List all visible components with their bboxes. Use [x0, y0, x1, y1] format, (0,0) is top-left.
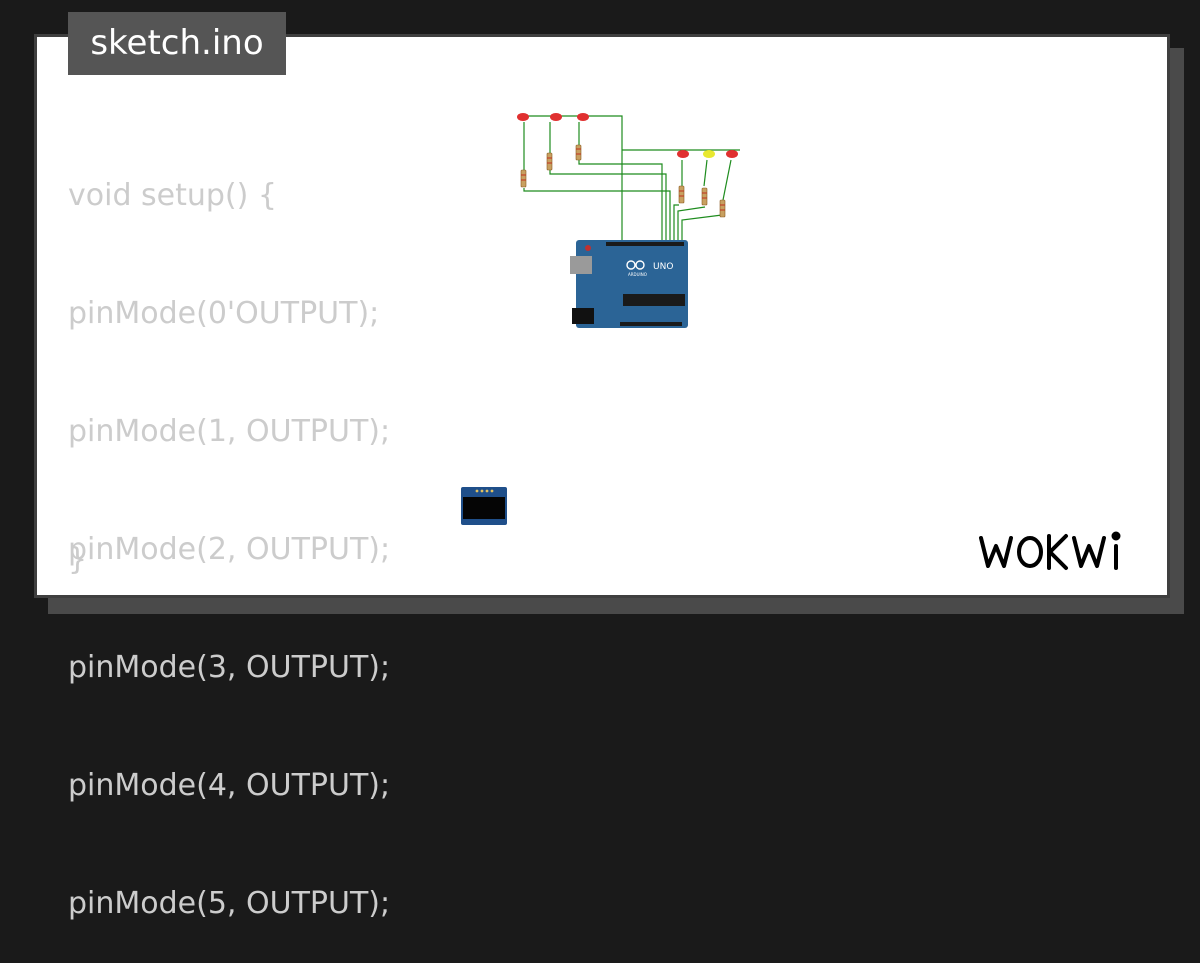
wire [673, 204, 679, 242]
led-red-5[interactable] [726, 150, 738, 158]
wokwi-logo [979, 531, 1121, 570]
led-icon [550, 113, 562, 121]
circuit-diagram: UNO ARDUINO [461, 113, 740, 525]
resistor-icon[interactable] [701, 187, 708, 206]
wire [518, 115, 623, 242]
led-red-1[interactable] [517, 113, 529, 121]
code-line: pinMode(3, OUTPUT); [68, 650, 391, 685]
led-icon [703, 150, 715, 158]
led-icon [577, 113, 589, 121]
code-line: pinMode(0'OUTPUT); [68, 296, 380, 331]
code-line: pinMode(2, OUTPUT); [68, 532, 391, 567]
led-red-3[interactable] [577, 113, 589, 121]
led-icon [677, 150, 689, 158]
code-closing-brace: } [68, 542, 88, 577]
analog-header [620, 322, 682, 326]
microcontroller-chip [623, 294, 685, 306]
resistor-icon[interactable] [719, 199, 726, 218]
wire [722, 159, 732, 201]
led-red-2[interactable] [550, 113, 562, 121]
code-line: pinMode(4, OUTPUT); [68, 768, 391, 803]
reset-button[interactable] [585, 245, 591, 251]
code-line: pinMode(5, OUTPUT); [68, 886, 391, 921]
usb-port [570, 256, 592, 274]
resistor-icon[interactable] [575, 144, 582, 161]
wires [518, 115, 740, 242]
wire [703, 159, 708, 187]
led-red-4[interactable] [677, 150, 689, 158]
wire [681, 214, 723, 242]
resistor-icon[interactable] [678, 185, 685, 204]
code-line: void setup() { [68, 178, 277, 213]
file-tab[interactable]: sketch.ino [68, 12, 286, 75]
board-brand-label: ARDUINO [628, 272, 647, 277]
led-icon [517, 113, 529, 121]
code-line: pinMode(1, OUTPUT); [68, 414, 391, 449]
wire [549, 170, 667, 242]
resistor-icon[interactable] [546, 152, 553, 171]
led-yellow[interactable] [703, 150, 715, 158]
led-icon [726, 150, 738, 158]
wire [578, 160, 663, 242]
board-model-label: UNO [653, 262, 673, 272]
resistor-icon[interactable] [520, 169, 527, 188]
power-jack [572, 308, 594, 324]
arduino-infinity-icon [626, 260, 645, 270]
arduino-uno-board[interactable]: UNO ARDUINO [570, 240, 688, 328]
digital-header [606, 242, 684, 246]
wire [523, 188, 671, 242]
oled-display-icon[interactable] [461, 487, 507, 525]
wire [677, 206, 706, 242]
